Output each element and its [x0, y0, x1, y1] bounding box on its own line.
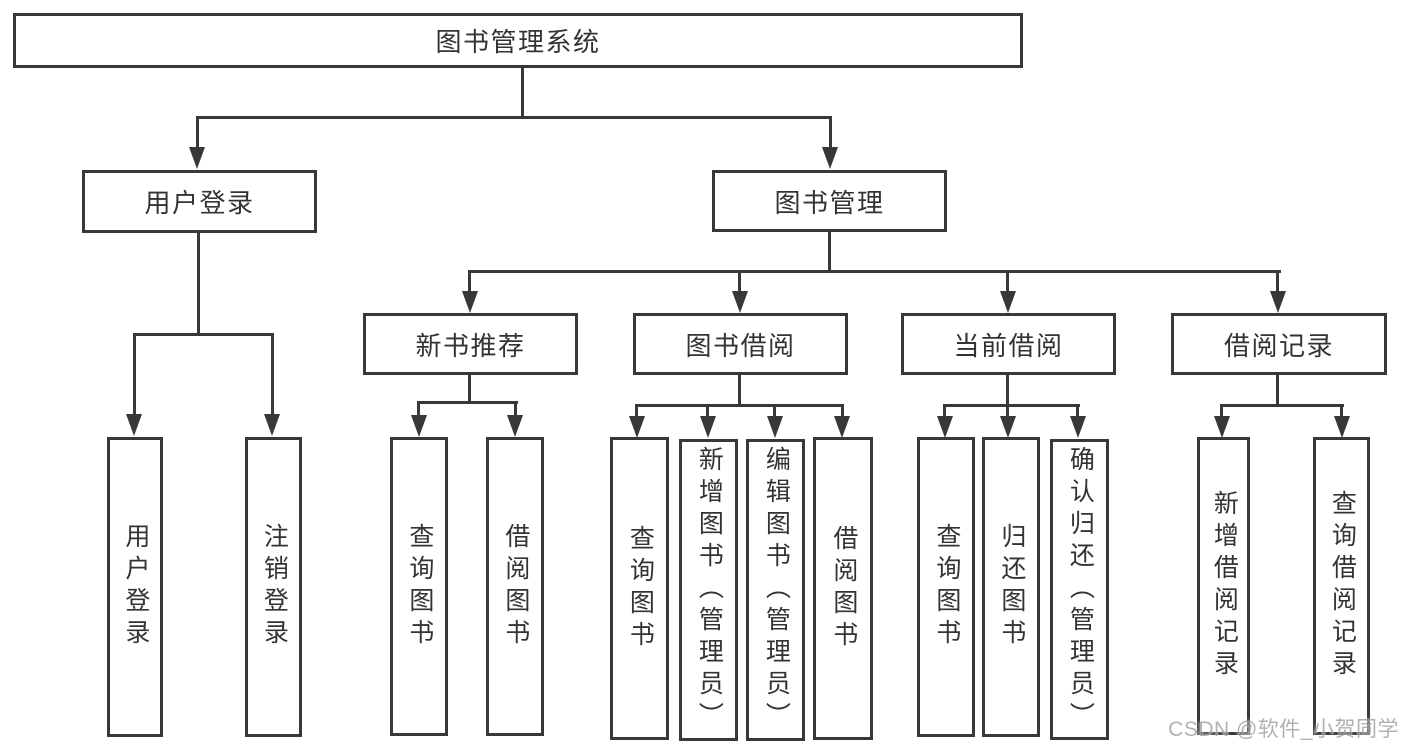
connector-vline [468, 375, 471, 404]
connector-vline [468, 270, 471, 293]
connector-hline [196, 116, 832, 119]
node-new-book-recommendation-label: 新书推荐 [415, 330, 526, 361]
connector-vline [133, 333, 136, 415]
node-book-management: 图书管理 [712, 170, 947, 232]
node-new-book-recommendation: 新书推荐 [363, 313, 578, 375]
connector-vline [773, 404, 776, 418]
connector-vline [738, 375, 741, 407]
connector-vline [841, 404, 844, 418]
leaf-query-books-1-label: 查询图书 [405, 522, 434, 651]
connector-vline [271, 333, 274, 415]
connector-hline [417, 401, 518, 404]
arrow-down-icon [937, 416, 953, 438]
connector-hline [943, 404, 1080, 407]
connector-vline [1006, 404, 1009, 418]
leaf-user-login-label: 用户登录 [121, 523, 150, 651]
connector-vline [635, 404, 638, 418]
arrow-down-icon [411, 415, 427, 437]
node-root-label: 图书管理系统 [435, 27, 601, 57]
leaf-borrow-books-2-label: 借阅图书 [829, 524, 858, 653]
connector-vline [514, 401, 517, 417]
connector-vline [521, 68, 524, 118]
leaf-query-books-1: 查询图书 [390, 437, 448, 736]
connector-vline [1276, 375, 1279, 407]
leaf-edit-book-admin: 编辑图书（管理员） [746, 439, 805, 741]
connector-vline [196, 116, 199, 149]
connector-vline [1006, 270, 1009, 293]
leaf-query-borrow-record-label: 查询借阅记录 [1328, 490, 1357, 682]
arrow-down-icon [1334, 416, 1350, 438]
leaf-borrow-books-1: 借阅图书 [486, 437, 544, 736]
connector-vline [706, 404, 709, 418]
arrow-down-icon [1214, 416, 1230, 438]
arrow-down-icon [629, 416, 645, 438]
arrow-down-icon [822, 147, 838, 169]
connector-vline [1006, 375, 1009, 407]
node-user-login: 用户登录 [82, 170, 317, 233]
leaf-edit-book-admin-label: 编辑图书（管理员） [762, 446, 791, 734]
connector-vline [738, 270, 741, 293]
arrow-down-icon [126, 414, 142, 436]
node-current-borrowing-label: 当前借阅 [953, 330, 1064, 361]
node-root: 图书管理系统 [13, 13, 1023, 68]
leaf-return-books: 归还图书 [982, 437, 1040, 737]
connector-vline [828, 232, 831, 273]
node-borrowing-records: 借阅记录 [1171, 313, 1387, 375]
leaf-borrow-books-1-label: 借阅图书 [501, 522, 530, 651]
leaf-confirm-return-admin: 确认归还（管理员） [1050, 439, 1109, 740]
arrow-down-icon [767, 416, 783, 438]
node-borrowing-records-label: 借阅记录 [1223, 330, 1334, 361]
connector-vline [1340, 404, 1343, 418]
node-book-management-label: 图书管理 [774, 187, 885, 218]
arrow-down-icon [507, 415, 523, 437]
node-book-borrowing: 图书借阅 [633, 313, 848, 375]
connector-vline [1276, 270, 1279, 293]
connector-hline [635, 404, 844, 407]
arrow-down-icon [700, 416, 716, 438]
leaf-logout: 注销登录 [245, 437, 302, 737]
leaf-add-borrow-record: 新增借阅记录 [1197, 437, 1250, 735]
arrow-down-icon [264, 414, 280, 436]
arrow-down-icon [1270, 291, 1286, 313]
leaf-return-books-label: 归还图书 [997, 523, 1026, 651]
connector-hline [468, 270, 1281, 273]
arrow-down-icon [462, 291, 478, 313]
leaf-query-books-2: 查询图书 [610, 437, 669, 740]
connector-vline [943, 404, 946, 418]
connector-vline [1220, 404, 1223, 418]
leaf-confirm-return-admin-label: 确认归还（管理员） [1066, 445, 1095, 734]
connector-vline [417, 401, 420, 417]
arrow-down-icon [732, 291, 748, 313]
leaf-user-login: 用户登录 [107, 437, 163, 737]
node-book-borrowing-label: 图书借阅 [685, 330, 796, 361]
leaf-query-books-3: 查询图书 [917, 437, 975, 737]
arrow-down-icon [189, 147, 205, 169]
connector-hline [1220, 404, 1344, 407]
node-user-login-label: 用户登录 [144, 188, 255, 218]
connector-vline [1076, 404, 1079, 418]
leaf-query-books-3-label: 查询图书 [932, 523, 961, 651]
connector-vline [197, 233, 200, 336]
arrow-down-icon [1000, 291, 1016, 313]
node-current-borrowing: 当前借阅 [901, 313, 1116, 375]
arrow-down-icon [834, 416, 850, 438]
leaf-query-borrow-record: 查询借阅记录 [1313, 437, 1370, 735]
leaf-query-books-2-label: 查询图书 [626, 524, 655, 653]
leaf-add-borrow-record-label: 新增借阅记录 [1210, 490, 1239, 682]
leaf-borrow-books-2: 借阅图书 [813, 437, 873, 740]
arrow-down-icon [1000, 416, 1016, 438]
leaf-logout-label: 注销登录 [260, 523, 289, 651]
arrow-down-icon [1070, 416, 1086, 438]
leaf-add-book-admin: 新增图书（管理员） [679, 439, 738, 741]
connector-vline [829, 116, 832, 149]
watermark: CSDN @软件_小贺同学 [1168, 718, 1399, 741]
leaf-add-book-admin-label: 新增图书（管理员） [695, 446, 724, 734]
connector-hline [133, 333, 274, 336]
